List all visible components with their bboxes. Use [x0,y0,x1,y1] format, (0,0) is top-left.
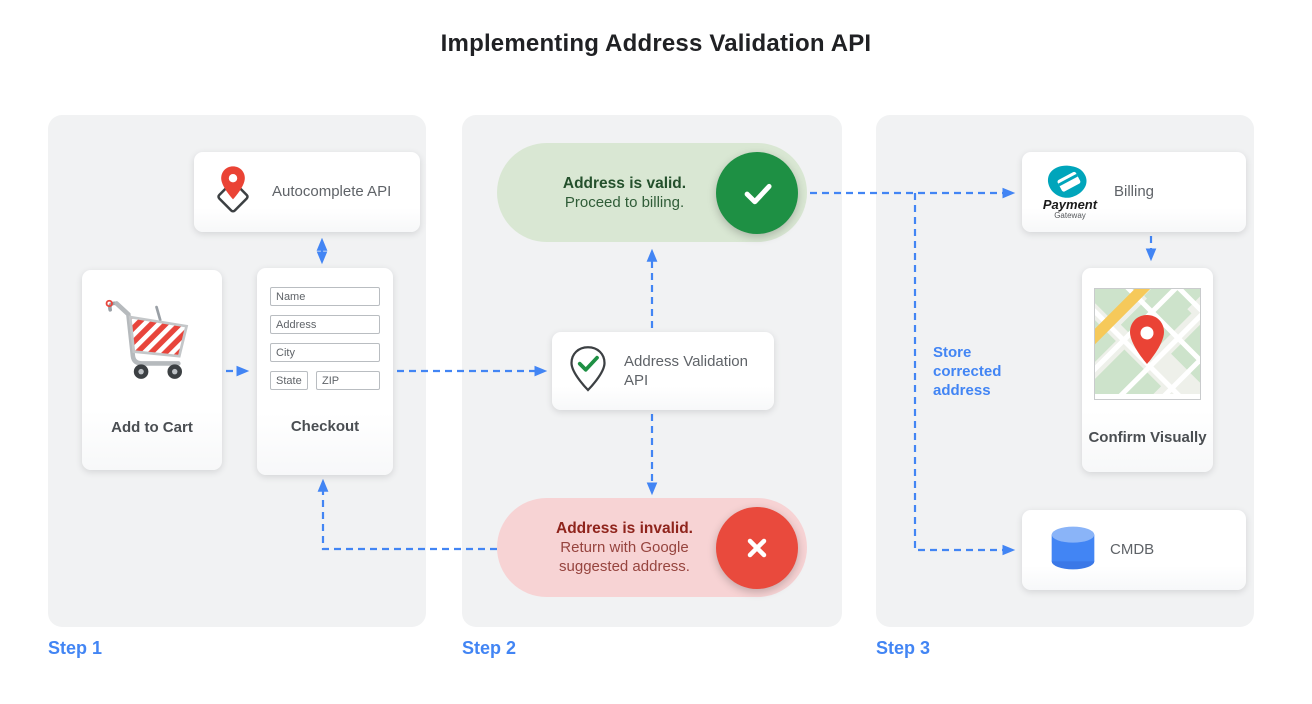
cmdb-card: CMDB [1022,510,1246,590]
map-thumbnail [1002,192,1300,490]
invalid-title: Address is invalid. [556,520,693,537]
step1-label: Step 1 [48,638,103,658]
add-to-cart-label: Add to Cart [111,419,193,436]
valid-subtitle: Proceed to billing. [564,193,685,211]
map-pin-diamond-icon [206,163,260,222]
autocomplete-api-label: Autocomplete API [272,183,392,201]
address-validation-api-card: Address Validation API [552,332,774,410]
cmdb-label: CMDB [1110,541,1155,559]
payment-logo-subtitle: Gateway [1054,210,1086,220]
state-field[interactable] [270,371,308,390]
name-field[interactable] [270,287,380,306]
invalid-result-pill: Address is invalid. Return with Google s… [497,498,807,597]
add-to-cart-card: Add to Cart [82,270,222,470]
database-cylinder-icon [1048,524,1098,577]
checkout-form [257,268,393,390]
address-validation-api-label: Address Validation API [624,352,748,390]
invalid-subtitle: Return with Google suggested address. [559,539,690,575]
page-title: Implementing Address Validation API [440,30,872,57]
billing-label: Billing [1114,183,1155,201]
billing-card: Payment Gateway Billing [1022,152,1246,232]
checkout-card: Checkout [257,268,393,475]
valid-title: Address is valid. [562,174,687,192]
store-corrected-address-note: Store corrected address [933,344,1002,399]
address-field[interactable] [270,315,380,334]
city-field[interactable] [270,343,380,362]
autocomplete-api-card: Autocomplete API [194,152,420,232]
confirm-visually-label: Confirm Visually [1088,429,1207,446]
zip-field[interactable] [316,371,380,390]
payment-gateway-logo: Payment Gateway [1034,164,1106,221]
payment-logo-title: Payment [1042,196,1098,212]
step2-label: Step 2 [462,638,517,658]
pin-check-icon [564,342,612,401]
x-circle-icon [716,506,798,589]
step3-label: Step 3 [876,638,931,658]
shopping-cart-icon [102,292,202,389]
valid-result-pill: Address is valid. Proceed to billing. [497,143,807,242]
check-circle-icon [716,151,798,234]
checkout-label: Checkout [290,418,360,435]
confirm-visually-card: Confirm Visually [1002,192,1300,490]
